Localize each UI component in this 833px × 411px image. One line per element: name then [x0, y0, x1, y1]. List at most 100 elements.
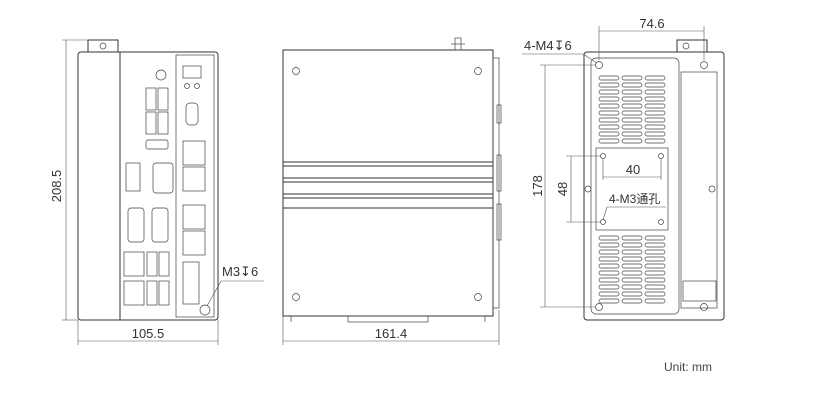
vent-slot: [644, 124, 666, 130]
vent-slot: [598, 263, 620, 269]
vent-slot: [621, 110, 643, 116]
vent-slot: [598, 256, 620, 262]
usb-port-icon: [157, 87, 169, 111]
m3-through-hole-icon: [658, 219, 664, 225]
vent-slot: [621, 82, 643, 88]
vent-slot: [644, 242, 666, 248]
vent-slot: [598, 103, 620, 109]
indicator-led-icon: [194, 83, 200, 89]
lan-port-icon: [182, 230, 206, 256]
side-right-edge: [492, 57, 500, 309]
hdmi-port-icon: [145, 139, 169, 150]
side-edge-connector: [496, 104, 502, 124]
m3-through-hole-icon: [600, 153, 606, 159]
side-length-dim: 161.4: [375, 326, 408, 341]
m4-hole-icon: [700, 61, 708, 69]
back-mount-plate: [590, 57, 680, 315]
back-side-screw-icon: [708, 185, 716, 193]
vent-slot: [598, 277, 620, 283]
back-side-channel: [680, 71, 718, 309]
back-view: 74.6 4-M4↧6 178 48 40 4-M3通孔: [522, 16, 725, 321]
vent-slot: [644, 131, 666, 137]
vent-slot: [621, 256, 643, 262]
vent-slot: [621, 263, 643, 269]
vent-slot: [598, 117, 620, 123]
lan-port-icon: [123, 251, 145, 277]
lan-port-icon: [182, 140, 206, 166]
m3-callout-leader: [206, 280, 222, 307]
usb-port-icon: [158, 280, 170, 306]
vent-slot: [644, 103, 666, 109]
vent-slot: [598, 291, 620, 297]
m4-callout-leader: [582, 53, 598, 64]
usb-port-icon: [158, 251, 170, 277]
m3-through-hole-callout: 4-M3通孔: [609, 192, 660, 206]
vent-slot: [644, 291, 666, 297]
back-label-window: [682, 280, 717, 302]
side-bottom-rail: [347, 315, 429, 323]
front-height-dim: 208.5: [49, 170, 64, 203]
vent-slot: [621, 138, 643, 144]
vent-slot: [598, 96, 620, 102]
terminal-block-icon: [182, 261, 200, 305]
side-view: 161.4: [282, 37, 502, 345]
side-edge-connector: [496, 203, 502, 241]
m3-through-hole-icon: [600, 219, 606, 225]
vent-slot: [598, 298, 620, 304]
vent-slot: [644, 256, 666, 262]
usb-port-icon: [145, 111, 157, 135]
lan-port-icon: [123, 280, 145, 306]
vent-slot: [621, 103, 643, 109]
vent-slot: [598, 138, 620, 144]
vent-slot: [621, 117, 643, 123]
vent-slot: [621, 242, 643, 248]
vent-slot: [621, 124, 643, 130]
usb-port-icon: [145, 87, 157, 111]
vent-grille-top: [598, 75, 666, 144]
back-mount-width-dim: 74.6: [639, 16, 664, 31]
vent-slot: [644, 298, 666, 304]
vent-slot: [621, 298, 643, 304]
vent-slot: [621, 270, 643, 276]
m4-hole-icon: [700, 303, 708, 311]
front-width-dim: 105.5: [132, 326, 165, 341]
vent-slot: [644, 235, 666, 241]
inner-height-dim: 48: [555, 182, 570, 196]
front-view: 208.5 105.5 M3↧6: [49, 39, 264, 345]
vent-slot: [621, 277, 643, 283]
vent-slot: [644, 110, 666, 116]
vent-slot: [621, 284, 643, 290]
vent-slot: [644, 82, 666, 88]
vent-slot: [644, 96, 666, 102]
vent-slot: [621, 89, 643, 95]
vent-slot: [621, 291, 643, 297]
usb-port-icon: [146, 251, 158, 277]
back-top-bracket: [676, 39, 708, 53]
vent-slot: [621, 131, 643, 137]
led-window-icon: [182, 65, 202, 79]
vent-slot: [644, 263, 666, 269]
back-center-plate: [595, 147, 669, 231]
com-port-icon: [151, 207, 169, 243]
vent-slot: [644, 284, 666, 290]
vent-slot: [621, 75, 643, 81]
power-button-icon: [155, 69, 167, 81]
vga-port-icon: [152, 162, 174, 194]
lan-port-icon: [182, 204, 206, 230]
vent-slot: [644, 138, 666, 144]
m3-screw-callout: M3↧6: [222, 264, 258, 279]
m4-hole-callout: 4-M4↧6: [524, 38, 572, 53]
vent-slot: [598, 89, 620, 95]
vent-slot: [598, 82, 620, 88]
side-screw-icon: [474, 293, 482, 301]
vent-slot: [644, 277, 666, 283]
vent-slot: [598, 124, 620, 130]
usb-port-icon: [157, 111, 169, 135]
vent-slot: [621, 249, 643, 255]
vent-slot: [644, 270, 666, 276]
vent-slot: [598, 270, 620, 276]
indicator-led-icon: [184, 83, 190, 89]
m3-through-hole-icon: [658, 153, 664, 159]
vga-bracket: [125, 162, 141, 192]
